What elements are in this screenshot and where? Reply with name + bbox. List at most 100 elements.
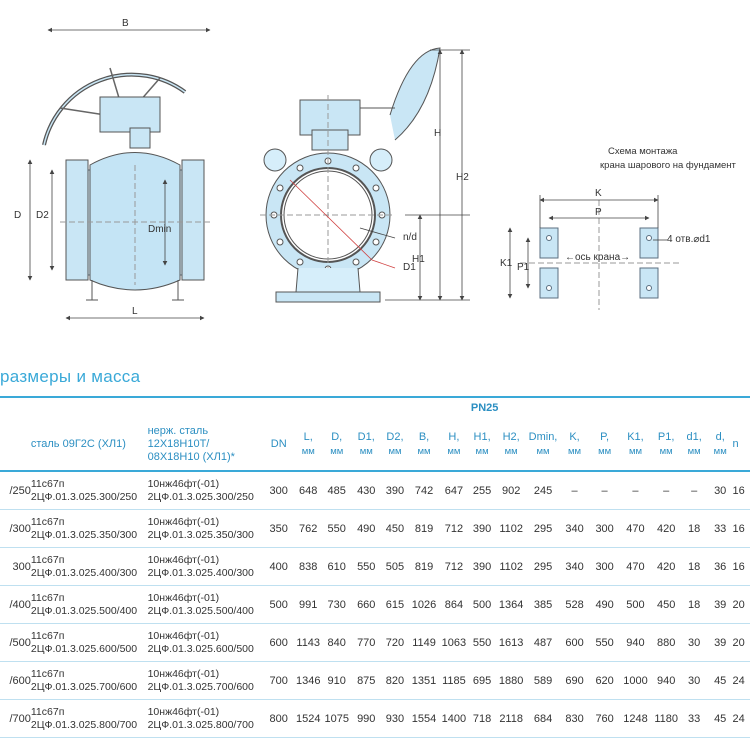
cell-value: 450 (651, 585, 681, 624)
column-header-K1: K1,мм (618, 418, 652, 472)
cell-value: 718 (469, 699, 496, 738)
cell-value: 450 (380, 509, 410, 548)
table-column-header-row: сталь 09Г2С (ХЛ1) нерж. сталь 12Х18Н10Т/… (0, 418, 750, 472)
cell-value: 390 (469, 509, 496, 548)
cell-clipped-left: /500 (0, 623, 31, 662)
label-D1: D1 (403, 262, 416, 273)
cell-value: 762 (294, 509, 322, 548)
label-Dmin: Dmin (148, 224, 171, 235)
label-D: D (14, 210, 21, 221)
cell-value: 550 (321, 509, 352, 548)
section-divider (0, 396, 750, 398)
cell-clipped-left: /300 (0, 509, 31, 548)
cell-value: 528 (558, 585, 591, 624)
cell-value: 1180 (651, 699, 681, 738)
cell-value: 1185 (438, 661, 470, 700)
cell-value: 18 (680, 547, 708, 586)
cell-value: – (618, 471, 652, 510)
cell-value: 600 (558, 623, 591, 662)
cell-value: 1026 (409, 585, 439, 624)
cell-value: 712 (438, 547, 470, 586)
cell-value: 991 (294, 585, 322, 624)
label-nd: n/d (403, 232, 417, 243)
column-header-H: H,мм (438, 418, 470, 472)
cell-value: 385 (527, 585, 559, 624)
cell-value: 430 (351, 471, 381, 510)
cell-value: 660 (351, 585, 381, 624)
dimensions-table: PN25 сталь 09Г2С (ХЛ1) нерж. сталь 12Х18… (0, 398, 750, 738)
cell-value: 39 (707, 585, 733, 624)
cell-value: 550 (469, 623, 496, 662)
cell-material-2: 10нж46фт(-01)2ЦФ.01.3.025.350/300 (147, 509, 263, 548)
cell-value: 340 (558, 547, 591, 586)
cell-dn: 500 (262, 585, 295, 624)
cell-value: 1351 (409, 661, 439, 700)
scheme-title-line2: крана шарового на фундамент (600, 160, 737, 171)
label-K1: K1 (500, 258, 513, 269)
label-H1: H1 (412, 254, 425, 265)
column-header-K: K,мм (558, 418, 591, 472)
cell-value: 589 (527, 661, 559, 700)
cell-clipped-left: /700 (0, 699, 31, 738)
cell-value: 864 (438, 585, 470, 624)
cell-value: 1364 (495, 585, 528, 624)
cell-clipped-left: /400 (0, 585, 31, 624)
cell-value: 1063 (438, 623, 470, 662)
column-header-material-1: сталь 09Г2С (ХЛ1) (30, 418, 148, 472)
cell-value: 615 (380, 585, 410, 624)
column-header-L: L,мм (294, 418, 322, 472)
cell-value: 830 (558, 699, 591, 738)
column-header-n: n (732, 418, 750, 472)
cell-clipped-right: 24 (732, 699, 750, 738)
cell-value: 1613 (495, 623, 528, 662)
cell-material-2: 10нж46фт(-01)2ЦФ.01.3.025.400/300 (147, 547, 263, 586)
cell-value: 820 (380, 661, 410, 700)
label-H2: H2 (456, 172, 469, 183)
cell-value: 880 (651, 623, 681, 662)
cell-clipped-right: 16 (732, 547, 750, 586)
column-header-B: B,мм (409, 418, 439, 472)
cell-value: 505 (380, 547, 410, 586)
cell-value: 720 (380, 623, 410, 662)
cell-material-2: 10нж46фт(-01)2ЦФ.01.3.025.700/600 (147, 661, 263, 700)
cell-value: 695 (469, 661, 496, 700)
scheme-title-line1: Схема монтажа (608, 146, 678, 157)
column-header-d1: d1,мм (680, 418, 708, 472)
cell-value: 1000 (618, 661, 652, 700)
label-H: H (434, 128, 441, 139)
cell-value: 245 (527, 471, 559, 510)
label-P: P (595, 207, 602, 218)
cell-value: 819 (409, 547, 439, 586)
cell-value: 1149 (409, 623, 439, 662)
cell-value: – (680, 471, 708, 510)
cell-value: 990 (351, 699, 381, 738)
cell-value: 940 (618, 623, 652, 662)
cell-value: 33 (680, 699, 708, 738)
cell-value: 470 (618, 509, 652, 548)
cell-clipped-left: 300 (0, 547, 31, 586)
cell-value: 610 (321, 547, 352, 586)
cell-clipped-right: 16 (732, 471, 750, 510)
cell-value: 1400 (438, 699, 470, 738)
cell-value: – (651, 471, 681, 510)
cell-value: 470 (618, 547, 652, 586)
cell-value: 490 (590, 585, 619, 624)
label-axis: ←ось крана→ (565, 252, 630, 263)
cell-clipped-right: 24 (732, 661, 750, 700)
cell-value: 45 (707, 699, 733, 738)
cell-value: 1880 (495, 661, 528, 700)
cell-value: 36 (707, 547, 733, 586)
column-header-material-2: нерж. сталь 12Х18Н10Т/ 08Х18Н10 (ХЛ1)* (147, 418, 263, 472)
cell-value: 300 (590, 547, 619, 586)
side-view-dimensions (27, 27, 211, 321)
